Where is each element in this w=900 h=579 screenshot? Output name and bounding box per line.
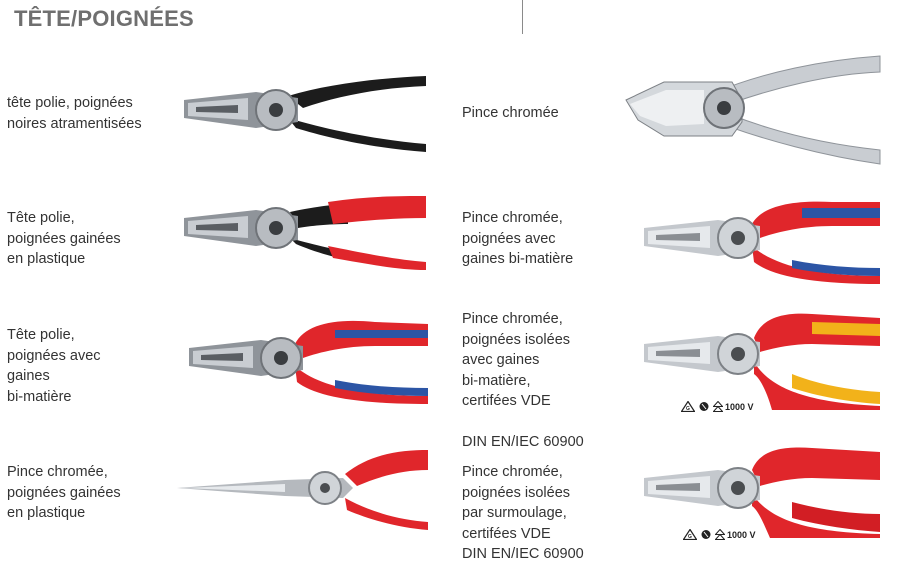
- plier-chrome-bimaterial-image: [644, 201, 880, 284]
- desc-line: bi-matière: [7, 388, 72, 405]
- vde-badge: G 1000 V: [681, 401, 754, 412]
- plier-plastic-handles-image: [184, 196, 426, 270]
- description-chrome-vde-overmold: Pince chromée, poignées isolées par surm…: [462, 462, 584, 565]
- plier-chrome-vde-overmold-image: [644, 447, 880, 538]
- desc-line: poignées gainées: [7, 484, 121, 501]
- desc-line: tête polie, poignées: [7, 95, 133, 111]
- voltage-label: 1000 V: [725, 401, 754, 412]
- desc-line: certifées VDE: [462, 525, 551, 542]
- plier-chrome-cutter-image: [625, 55, 881, 165]
- desc-line: Pince chromée: [462, 105, 559, 121]
- svg-text:G: G: [686, 406, 690, 412]
- desc-line: Pince chromée,: [7, 464, 108, 480]
- desc-line: Tête polie,: [7, 210, 75, 226]
- description-bimaterial-handles: Tête polie, poignées avec gaines bi-mati…: [7, 325, 101, 407]
- desc-line: par surmoulage,: [462, 505, 567, 521]
- desc-line: DIN EN/IEC 60900: [462, 434, 584, 450]
- desc-line: poignées avec: [462, 230, 556, 247]
- plier-chrome-vde-bimaterial-image: [644, 313, 880, 410]
- desc-line: DIN EN/IEC 60900: [462, 546, 584, 562]
- description-black-handles: tête polie, poignées noires atramentisée…: [7, 93, 142, 134]
- vde-badge: G 1000 V: [683, 529, 756, 540]
- desc-line: gaines bi-matière: [462, 251, 574, 267]
- desc-line: poignées isolées: [462, 331, 571, 348]
- double-triangle-icon: [715, 529, 725, 540]
- plier-bimaterial-handles-image: [189, 320, 428, 404]
- warning-triangle-icon: G: [681, 401, 695, 412]
- double-triangle-icon: [713, 401, 723, 412]
- desc-line: Pince chromée,: [462, 210, 563, 226]
- description-plastic-handles: Tête polie, poignées gainées en plastiqu…: [7, 208, 121, 270]
- desc-line: en plastique: [7, 505, 86, 521]
- desc-line: Pince chromée,: [462, 311, 563, 327]
- desc-line: avec gaines: [462, 352, 540, 368]
- desc-line: en plastique: [7, 251, 86, 267]
- desc-line: poignées isolées: [462, 484, 571, 501]
- description-chrome-vde-bimaterial: Pince chromée, poignées isolées avec gai…: [462, 309, 584, 453]
- desc-line: certifées VDE: [462, 393, 551, 409]
- desc-line: bi-matière,: [462, 372, 531, 389]
- plier-chrome-longnose-image: [177, 450, 428, 530]
- description-chrome-plastic-handles: Pince chromée, poignées gainées en plast…: [7, 462, 121, 524]
- gs-mark-icon: [699, 402, 709, 411]
- description-chrome-bimaterial: Pince chromée, poignées avec gaines bi-m…: [462, 208, 573, 270]
- desc-line: poignées gainées: [7, 230, 121, 247]
- desc-line: poignées avec: [7, 347, 101, 364]
- voltage-label: 1000 V: [727, 529, 756, 540]
- desc-line: Pince chromée,: [462, 464, 563, 480]
- page-title: TÊTE/POIGNÉES: [14, 6, 194, 31]
- svg-text:G: G: [688, 534, 692, 540]
- warning-triangle-icon: G: [683, 529, 697, 540]
- desc-line: [462, 412, 584, 433]
- description-chrome: Pince chromée: [462, 103, 559, 124]
- header-divider: [522, 0, 523, 34]
- desc-line: gaines: [7, 368, 50, 384]
- desc-line: Tête polie,: [7, 327, 75, 343]
- desc-line: noires atramentisées: [7, 115, 142, 132]
- gs-mark-icon: [701, 530, 711, 539]
- plier-black-handles-image: [184, 76, 426, 152]
